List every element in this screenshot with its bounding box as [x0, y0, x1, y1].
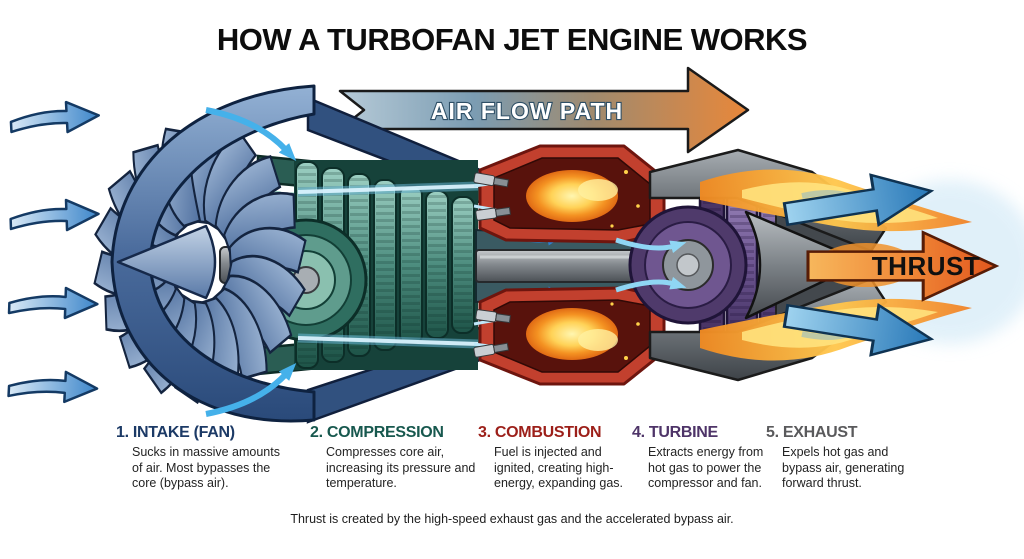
intake-air-arrows [7, 99, 101, 405]
page-title: HOW A TURBOFAN JET ENGINE WORKS [216, 22, 808, 57]
thrust-arrows: THRUST [780, 164, 998, 366]
footer-note: Thrust is created by the high-speed exha… [290, 512, 734, 526]
legend-item-turbine: 4. TURBINE Extracts energy from hot gas … [632, 424, 778, 492]
fan-spinner-cone [116, 224, 217, 300]
legend-item-intake: 1. INTAKE (FAN) Sucks in massive amounts… [116, 424, 291, 492]
combustion-section [473, 144, 666, 386]
legend-item-compression: 2. COMPRESSION Compresses core air, incr… [310, 424, 496, 492]
nacelle-cowl [110, 84, 316, 423]
legend-item-turbine-description: Extracts energy from hot gas to power th… [648, 445, 764, 491]
airflow-banner-label: AIR FLOW PATH [431, 98, 623, 124]
intake-fan-section [89, 84, 316, 423]
thrust-label: THRUST [872, 251, 980, 281]
legend-item-intake-title: 1. INTAKE (FAN) [116, 424, 235, 441]
legend-item-exhaust-title: 5. EXHAUST [766, 424, 858, 441]
tail-cone [744, 210, 866, 320]
legend-item-turbine-title: 4. TURBINE [632, 424, 718, 441]
legend-item-compression-title: 2. COMPRESSION [310, 424, 444, 441]
airflow-banner: AIR FLOW PATH [338, 66, 750, 154]
legend-item-combustion-title: 3. COMBUSTION [478, 424, 602, 441]
legend-item-exhaust-description: Expels hot gas and bypass air, generatin… [782, 445, 905, 491]
legend-item-combustion: 3. COMBUSTION Fuel is injected and ignit… [478, 424, 636, 492]
legend-item-exhaust: 5. EXHAUST Expels hot gas and bypass air… [766, 424, 924, 492]
legend-item-intake-description: Sucks in massive amounts of air. Most by… [132, 445, 280, 491]
legend-item-combustion-description: Fuel is injected and ignited, creating h… [494, 445, 624, 491]
legend-item-compression-description: Compresses core air, increasing its pres… [326, 445, 476, 491]
